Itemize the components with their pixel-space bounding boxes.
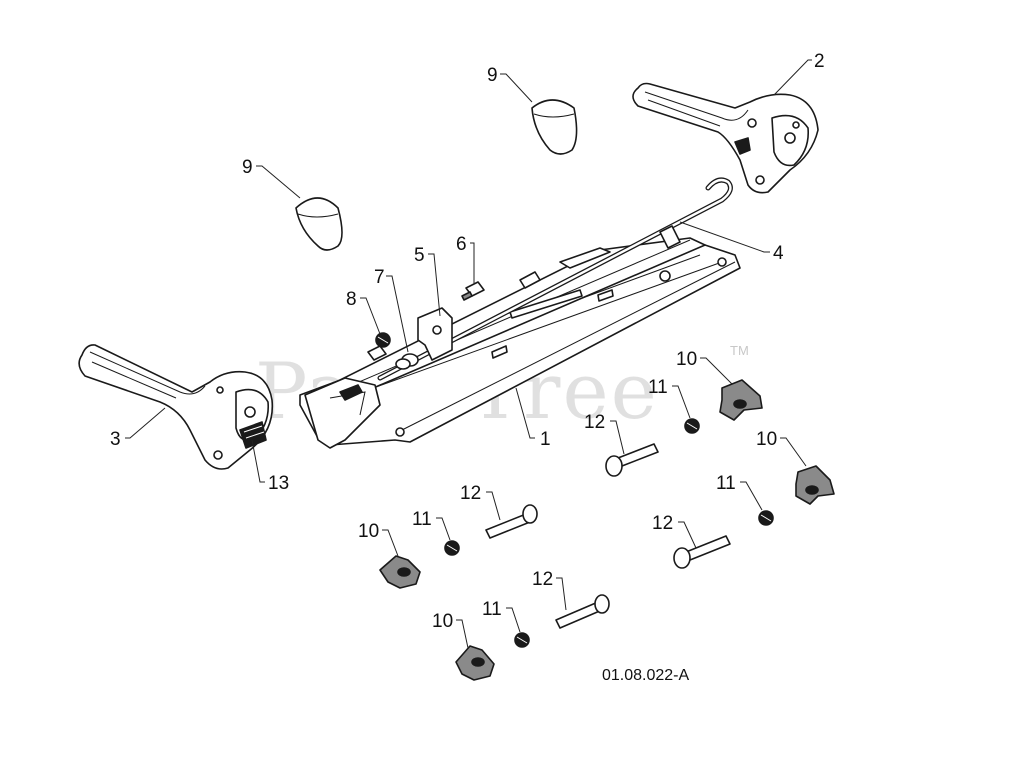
part-5-bracket[interactable] — [417, 307, 453, 361]
callout-13: 13 — [268, 473, 289, 494]
callout-11-d: 11 — [482, 599, 502, 620]
callout-1: 1 — [540, 429, 551, 450]
part-11-nut-d[interactable] — [514, 632, 530, 648]
callout-12-d: 12 — [532, 569, 553, 590]
part-10-star-knob-a[interactable] — [719, 379, 763, 421]
callout-11-a: 11 — [648, 377, 668, 398]
part-7-spring[interactable] — [367, 345, 419, 370]
callout-12-c: 12 — [652, 513, 673, 534]
part-8-nut[interactable] — [375, 332, 391, 348]
part-10-star-knob-b[interactable] — [795, 465, 835, 505]
part-6-bolt[interactable] — [461, 281, 485, 301]
part-10-star-knob-c[interactable] — [379, 555, 421, 589]
callout-3: 3 — [110, 429, 121, 450]
callout-10-b: 10 — [756, 429, 777, 450]
part-4-adjustment-rod[interactable] — [377, 177, 733, 381]
part-12-bolt-b[interactable] — [485, 504, 538, 539]
callout-11-c: 11 — [412, 509, 432, 530]
watermark-tm: TM — [730, 343, 749, 358]
callout-labels: 2 3 4 5 6 7 8 9 9 10 10 10 10 11 11 11 1… — [110, 51, 825, 632]
part-11-nut-b[interactable] — [758, 510, 774, 526]
part-12-bolt-d[interactable] — [555, 594, 610, 629]
part-9-knob-right[interactable] — [531, 99, 578, 155]
part-3-left-lever[interactable] — [78, 344, 274, 470]
callout-10-d: 10 — [432, 611, 453, 632]
callout-9-right: 9 — [487, 65, 498, 86]
part-11-nut-c[interactable] — [444, 540, 460, 556]
callout-10-a: 10 — [676, 349, 697, 370]
part-12-bolt-a[interactable] — [605, 443, 659, 477]
callout-6: 6 — [456, 234, 467, 255]
part-2-right-lever[interactable] — [632, 82, 819, 194]
part-10-star-knob-d[interactable] — [455, 645, 495, 681]
callout-9-left: 9 — [242, 157, 253, 178]
part-11-nut-a[interactable] — [684, 418, 700, 434]
part-13-spring[interactable] — [239, 421, 267, 449]
callout-10-c: 10 — [358, 521, 379, 542]
part-12-bolt-c[interactable] — [673, 535, 731, 569]
leader-lines — [125, 59, 812, 649]
callout-8: 8 — [346, 289, 357, 310]
part-9-knob-left[interactable] — [295, 197, 343, 251]
callout-4: 4 — [773, 243, 784, 264]
drawing-code: 01.08.022-A — [602, 667, 690, 684]
callout-2: 2 — [814, 51, 825, 72]
callout-11-b: 11 — [716, 473, 736, 494]
callout-12-a: 12 — [584, 412, 605, 433]
callout-5: 5 — [414, 245, 425, 266]
callout-12-b: 12 — [460, 483, 481, 504]
callout-7: 7 — [374, 267, 385, 288]
